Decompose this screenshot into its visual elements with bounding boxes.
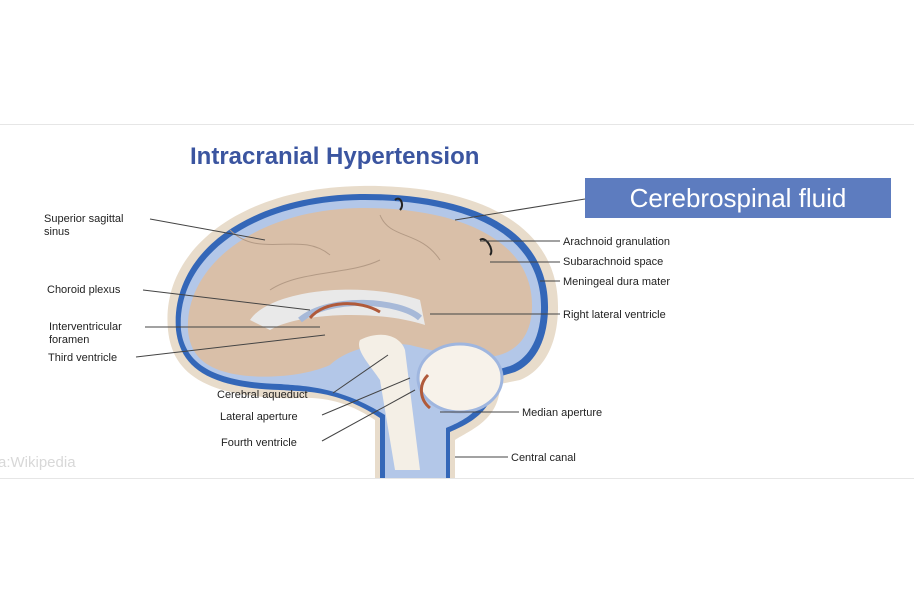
- label-choroid-plexus: Choroid plexus: [47, 284, 121, 296]
- label-superior-sagittal: Superior sagittal: [44, 213, 124, 225]
- diagram-title: Intracranial Hypertension: [190, 143, 479, 170]
- highlight-box: Cerebrospinal fluid: [585, 178, 891, 218]
- watermark: a:Wikipedia: [0, 454, 76, 471]
- label-lateral-aperture: Lateral aperture: [220, 411, 298, 423]
- label-subarachnoid-space: Subarachnoid space: [563, 256, 663, 268]
- label-median-aperture: Median aperture: [522, 407, 602, 419]
- label-arachnoid-granulation: Arachnoid granulation: [563, 236, 670, 248]
- label-central-canal: Central canal: [511, 452, 576, 464]
- label-foramen: foramen: [49, 334, 89, 346]
- label-interventricular: Interventricular: [49, 321, 122, 333]
- label-cerebral-aqueduct: Cerebral aqueduct: [217, 389, 308, 401]
- label-meningeal-dura: Meningeal dura mater: [563, 276, 670, 288]
- leader-lines: [135, 198, 586, 458]
- label-superior-sagittal-sinus: sinus: [44, 226, 70, 238]
- image-frame: [0, 124, 914, 479]
- brain-illustration: [167, 185, 559, 479]
- label-right-lateral-ventricle: Right lateral ventricle: [563, 309, 666, 321]
- label-fourth-ventricle: Fourth ventricle: [221, 437, 297, 449]
- label-third-ventricle: Third ventricle: [48, 352, 117, 364]
